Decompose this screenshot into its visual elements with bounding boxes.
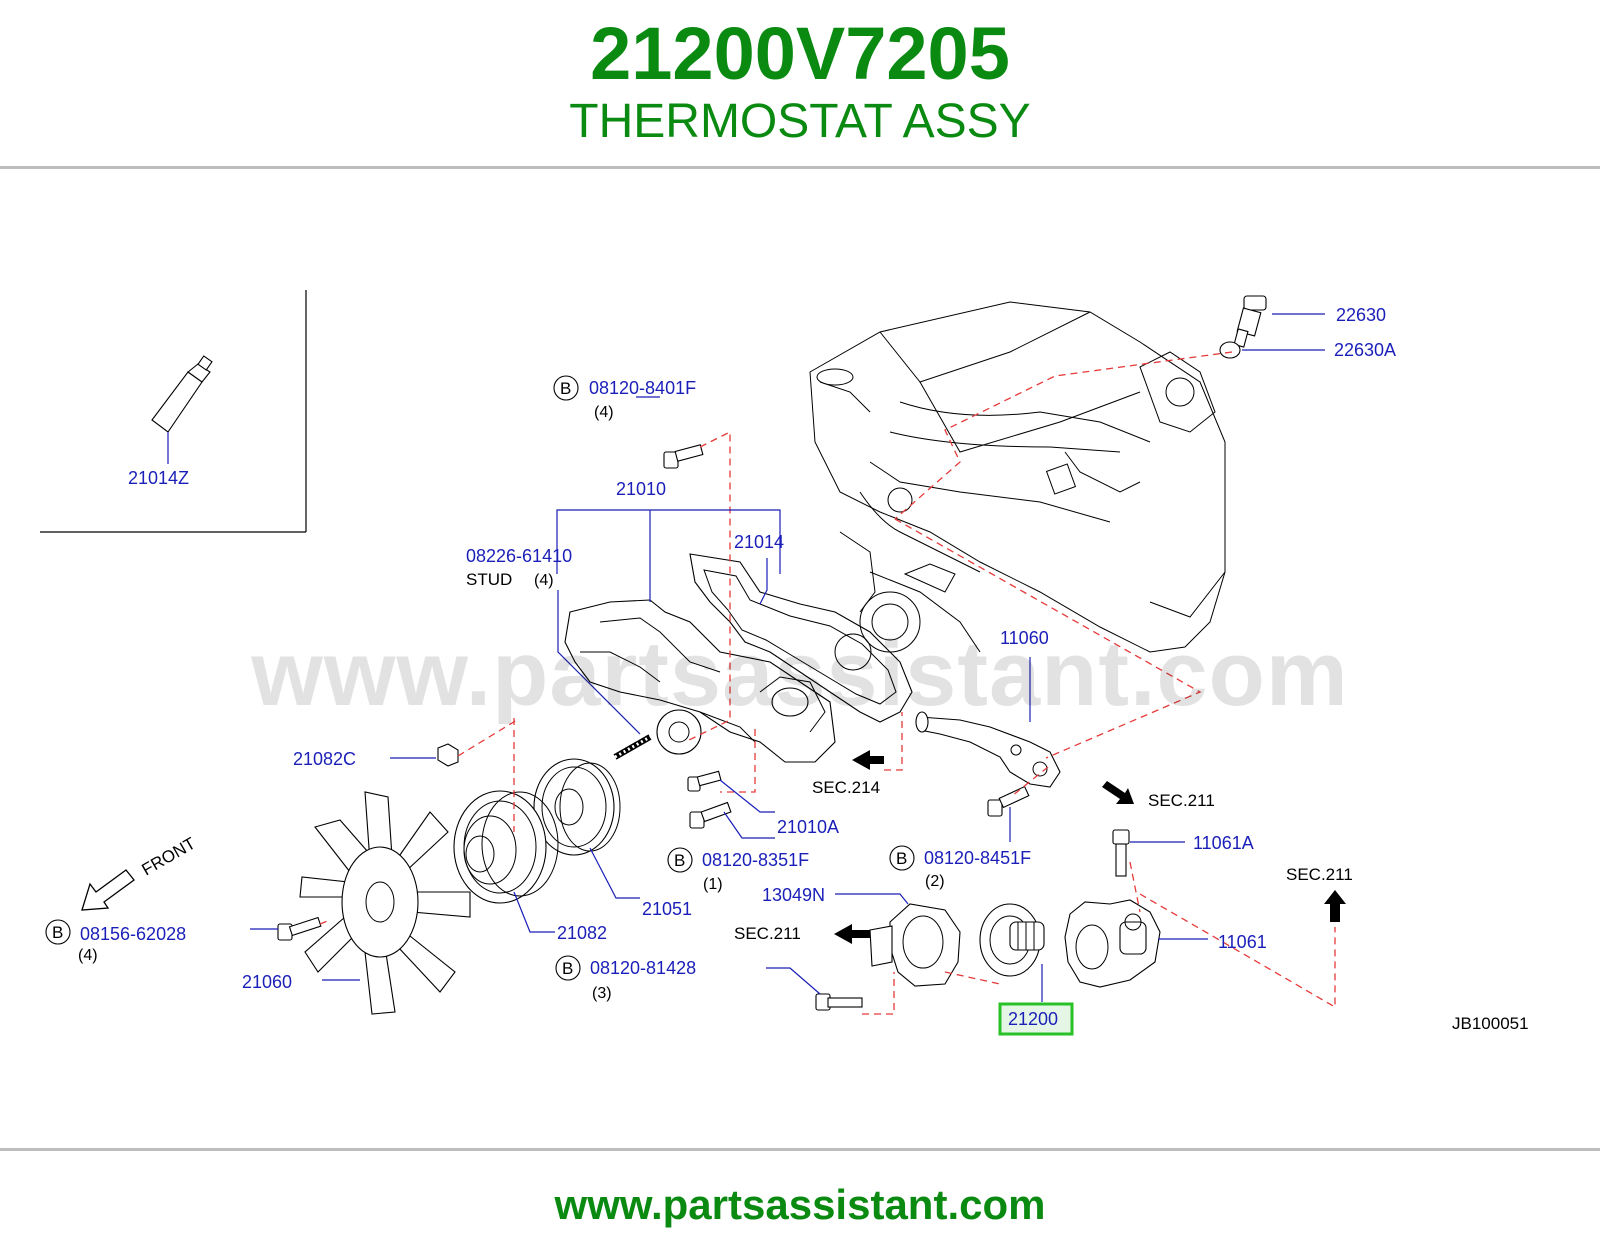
front-arrow-icon xyxy=(81,869,135,911)
header-divider xyxy=(0,166,1600,169)
parts-diagram: 21014Z xyxy=(0,272,1600,1077)
label-21014[interactable]: 21014 xyxy=(734,532,784,552)
stud-08226-61410 xyxy=(613,734,652,760)
figure-code: JB100051 xyxy=(1452,1014,1529,1033)
qty-stud: (4) xyxy=(534,572,554,589)
label-08226-61410[interactable]: 08226-61410 xyxy=(466,546,572,566)
bolt-08156-62028 xyxy=(277,916,322,941)
label-22630[interactable]: 22630 xyxy=(1336,305,1386,325)
label-13049N[interactable]: 13049N xyxy=(762,885,825,905)
sec-211-right[interactable]: SEC.211 xyxy=(1148,791,1215,810)
bolt-badge-icon xyxy=(555,955,581,981)
bolt-08120-81428 xyxy=(815,993,863,1011)
label-08120-8401F[interactable]: 08120-8401F xyxy=(589,378,696,398)
part-name-subtitle: THERMOSTAT ASSY xyxy=(569,95,1031,148)
label-08120-81428[interactable]: 08120-81428 xyxy=(590,958,696,978)
bolt-08120-8351F xyxy=(689,801,732,829)
label-21060[interactable]: 21060 xyxy=(242,972,292,992)
qty-8351F: (1) xyxy=(703,876,723,893)
bolt-21010A xyxy=(687,770,722,792)
qty-62028: (4) xyxy=(78,947,98,964)
label-21051[interactable]: 21051 xyxy=(642,899,692,919)
label-21010A[interactable]: 21010A xyxy=(777,817,839,837)
label-11061[interactable]: 11061 xyxy=(1218,932,1267,952)
label-11061A[interactable]: 11061A xyxy=(1193,833,1254,853)
part-number-title: 21200V7205 xyxy=(590,12,1010,95)
sec211-right-arrow-icon xyxy=(1102,781,1134,804)
qty-8451F: (2) xyxy=(925,873,945,890)
bolt-badge-icon xyxy=(553,375,579,401)
bolt-badge-icon xyxy=(889,845,915,871)
label-21010[interactable]: 21010 xyxy=(616,479,666,499)
sec211-up-arrow-icon xyxy=(1324,890,1346,922)
label-08120-8451F[interactable]: 08120-8451F xyxy=(924,848,1031,868)
sealant-tube-icon xyxy=(151,355,213,433)
label-08156-62028[interactable]: 08156-62028 xyxy=(80,924,186,944)
gasket-13049N xyxy=(869,903,961,987)
qty-8401F: (4) xyxy=(594,404,614,421)
gasket-21014 xyxy=(689,553,956,723)
thermostat-housing-11061 xyxy=(1064,899,1161,988)
label-21014Z[interactable]: 21014Z xyxy=(128,468,189,488)
water-pump-21010 xyxy=(564,599,836,763)
label-21200[interactable]: 21200 xyxy=(1008,1009,1058,1029)
label-08120-8351F[interactable]: 08120-8351F xyxy=(702,850,809,870)
washer-22630A xyxy=(1219,341,1241,359)
sender-22630 xyxy=(1233,295,1267,348)
footer-divider xyxy=(0,1148,1600,1151)
bolt-badge-icon xyxy=(45,919,71,945)
water-outlet-11060 xyxy=(915,711,1061,788)
engine-block xyxy=(809,301,1226,653)
footer-url-link[interactable]: www.partsassistant.com xyxy=(554,1181,1046,1228)
sec211-left-arrow-icon xyxy=(834,924,870,944)
badge-8401F: B xyxy=(560,379,571,398)
fan-21060 xyxy=(299,791,471,1015)
highlight-box-21200 xyxy=(998,1002,1074,1036)
thermostat-21200 xyxy=(979,903,1045,977)
badge-8351F: B xyxy=(674,851,685,870)
parts-diagram-svg: 21014Z xyxy=(0,272,1600,1077)
bolt-11061A xyxy=(1112,829,1130,877)
label-21082[interactable]: 21082 xyxy=(557,923,607,943)
watermark-text: www.partsassistant.com xyxy=(251,623,1349,725)
leader-lines xyxy=(250,313,1325,1002)
label-11060[interactable]: 11060 xyxy=(1000,628,1049,648)
pulley-21051 xyxy=(533,758,621,856)
label-21082C[interactable]: 21082C xyxy=(293,749,356,769)
sec-211-left[interactable]: SEC.211 xyxy=(734,924,801,943)
sec-214[interactable]: SEC.214 xyxy=(812,778,880,797)
bolt-08120-8451F xyxy=(987,785,1030,817)
sec214-arrow-icon xyxy=(852,750,884,770)
badge-62028: B xyxy=(52,923,63,942)
badge-81428: B xyxy=(562,959,573,978)
nut-21082C xyxy=(437,743,459,767)
sec-211-far[interactable]: SEC.211 xyxy=(1286,865,1353,884)
pulley-21082 xyxy=(453,790,559,904)
label-stud: STUD xyxy=(466,570,512,589)
inset-box: 21014Z xyxy=(40,290,307,533)
badge-8451F: B xyxy=(896,849,907,868)
bolt-badge-icon xyxy=(667,847,693,873)
label-22630A[interactable]: 22630A xyxy=(1334,340,1396,360)
page-header: 21200V7205 THERMOSTAT ASSY xyxy=(0,0,1600,168)
qty-81428: (3) xyxy=(592,985,612,1002)
bolt-08120-8401F xyxy=(663,444,704,469)
assembly-dash-lines xyxy=(319,351,1336,1015)
